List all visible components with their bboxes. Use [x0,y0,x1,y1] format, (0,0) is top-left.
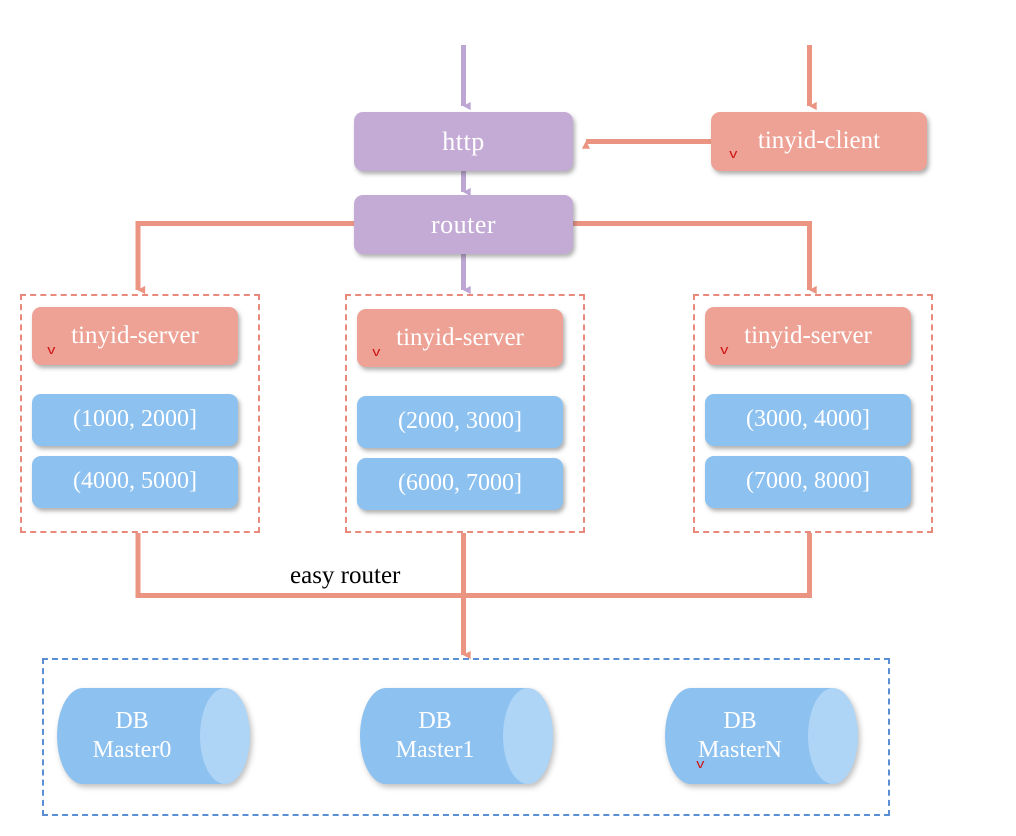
wire-group3-to-bus [463,533,812,598]
node-router-label: router [430,209,497,239]
db-cylinder-0-cap [200,688,250,784]
db-cylinder-0-line1: DB [115,707,149,734]
range-box-2-0-label: (2000, 3000] [398,408,522,435]
node-tinyid-server-2[interactable]: tinyid-server [357,309,563,367]
range-box-2-1[interactable]: (6000, 7000] [357,458,563,510]
server-group-1 [20,294,260,533]
db-cylinder-1-cap [503,688,553,784]
db-cylinder-0-text: DB Master0 [57,688,207,784]
arrow-router-to-group1 [135,221,354,295]
db-cylinder-1-text: DB Master1 [360,688,510,784]
db-cylinder-2-line2: MasterN [698,737,782,763]
node-tinyid-server-2-label: tinyid-server [396,323,524,351]
db-cylinder-0-line2: Master0 [92,737,172,763]
node-router[interactable]: router [354,195,573,254]
node-http[interactable]: http [354,112,573,171]
db-cylinder-2[interactable]: DB MasterN [665,688,858,784]
node-tinyid-server-3-label: tinyid-server [744,321,872,349]
node-http-label: http [442,126,485,156]
range-box-1-0[interactable]: (1000, 2000] [32,394,238,446]
range-box-2-1-label: (6000, 7000] [398,470,522,497]
db-cylinder-1-line2: Master1 [395,737,475,763]
node-tinyid-server-3[interactable]: tinyid-server [705,307,911,365]
range-box-3-1-label: (7000, 8000] [746,468,870,495]
node-tinyid-server-1[interactable]: tinyid-server [32,307,238,365]
wire-label-easy-router: easy router [283,562,408,590]
node-tinyid-client-label: tinyid-client [757,127,881,155]
node-tinyid-server-1-label: tinyid-server [71,321,199,349]
range-box-1-1-label: (4000, 5000] [73,468,197,495]
server-group-2 [345,294,585,533]
db-cylinder-2-cap [808,688,858,784]
arrow-router-to-group3 [573,221,817,295]
node-tinyid-client[interactable]: tinyid-client [711,112,927,171]
range-box-2-0[interactable]: (2000, 3000] [357,396,563,448]
db-cylinder-2-line1: DB [723,707,757,734]
db-cylinder-0[interactable]: DB Master0 [57,688,250,784]
range-box-1-1[interactable]: (4000, 5000] [32,456,238,508]
range-box-3-0[interactable]: (3000, 4000] [705,394,911,446]
range-box-1-0-label: (1000, 2000] [73,406,197,433]
db-cylinder-2-text: DB MasterN [665,688,815,784]
db-cylinder-1-line1: DB [418,707,452,734]
server-group-3 [693,294,933,533]
range-box-3-0-label: (3000, 4000] [746,406,870,433]
db-cylinder-1[interactable]: DB Master1 [360,688,553,784]
range-box-3-1[interactable]: (7000, 8000] [705,456,911,508]
